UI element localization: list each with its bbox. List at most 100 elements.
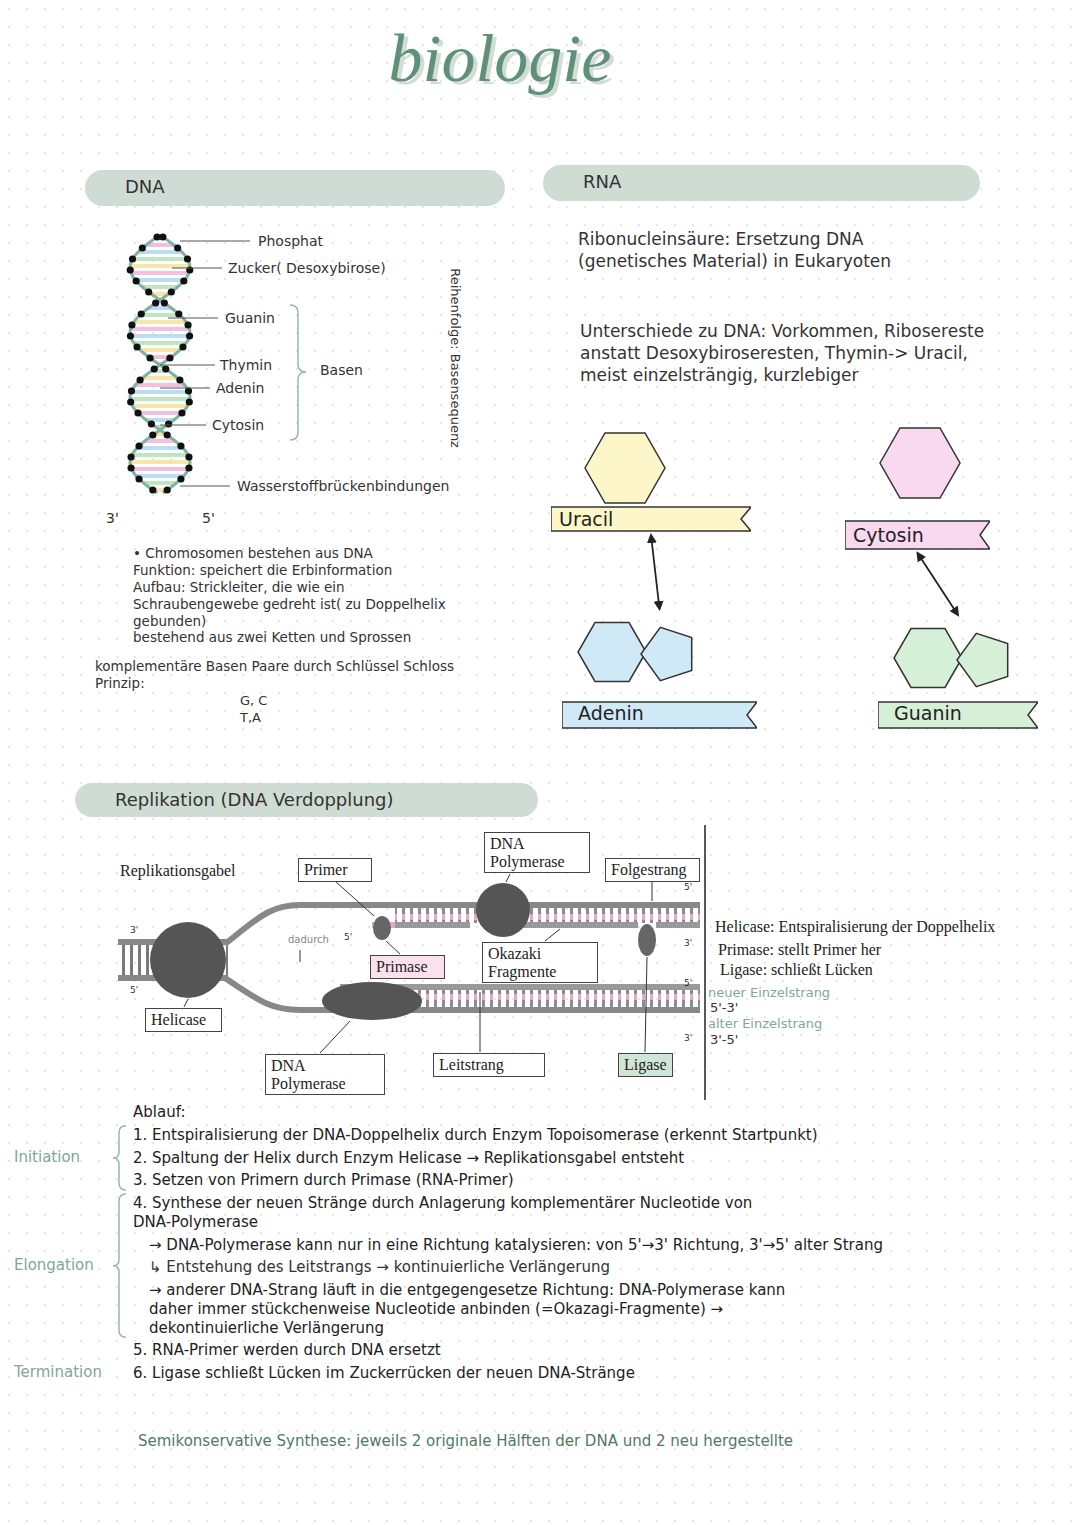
note-text: Thymin	[220, 357, 272, 375]
base-pair-rung	[134, 320, 186, 324]
phosphate-dot	[152, 299, 159, 306]
section-band: DNA	[85, 170, 505, 206]
note-text: → DNA-Polymerase kann nur in eine Richtu…	[149, 1236, 1013, 1255]
enzyme-note: Helicase: Entspiralisierung der Doppelhe…	[715, 917, 995, 937]
note-text: G, C	[240, 693, 267, 709]
note-text: → anderer DNA-Strang läuft in die entgeg…	[149, 1281, 789, 1337]
base-pair-rung	[136, 474, 184, 478]
phosphate-dot	[127, 266, 134, 273]
part-label-box: Leitstrang	[433, 1053, 545, 1077]
note-text: komplementäre Basen Paare durch Schlüsse…	[95, 658, 475, 692]
node-text: Okazaki Fragmente	[488, 945, 556, 980]
node-text: DNA Polymerase	[490, 835, 565, 870]
phosphate-dot	[165, 420, 172, 427]
phosphate-dot	[149, 431, 156, 438]
note-text: 5'	[130, 985, 138, 996]
phosphate-dot	[164, 431, 171, 438]
notes-block: • Chromosomen bestehen aus DNAFunktion: …	[133, 545, 473, 646]
node-text: Uracil	[559, 509, 613, 530]
base-name-flag: Uracil	[551, 506, 751, 532]
backbone-strand	[130, 235, 190, 493]
phosphate-dot	[127, 453, 134, 460]
phosphate-dot	[138, 310, 145, 317]
process-steps: Ablauf:1. Entspiralisierung der DNA-Dopp…	[133, 1103, 1013, 1387]
note-text: 3. Setzen von Primern durch Primase (RNA…	[133, 1171, 1013, 1190]
phosphate-dot	[134, 409, 141, 416]
part-label-box: Primase	[370, 955, 445, 979]
phosphate-dot	[177, 475, 184, 482]
node-text: Adenin	[578, 703, 644, 724]
note-text: 5'	[684, 882, 692, 893]
node-text: Guanin	[894, 703, 962, 724]
base-shape: Adenin	[562, 612, 757, 730]
phosphate-dot	[186, 266, 193, 273]
note-text: Phosphat	[258, 233, 323, 251]
base-pair-rung	[130, 334, 189, 338]
phosphate-dot	[162, 365, 169, 372]
note-text: 5'-3'	[710, 1000, 738, 1016]
base-pair-rung	[132, 453, 188, 457]
note-text: Wasserstoffbrückenbindungen	[237, 478, 449, 496]
phosphate-dot	[180, 277, 187, 284]
base-pair-rung	[142, 376, 177, 380]
phosphate-dot	[137, 376, 144, 383]
note-text: • Chromosomen bestehen aus DNA	[133, 545, 473, 562]
flag-outline	[562, 702, 757, 728]
note-text: 5. RNA-Primer werden durch DNA ersetzt	[133, 1341, 1013, 1360]
part-label-box: Helicase	[145, 1008, 222, 1032]
base-pair-rung	[144, 481, 177, 485]
phosphate-dot	[178, 409, 185, 416]
phosphate-dot	[184, 255, 191, 262]
base-pair-rung	[135, 383, 184, 387]
part-label-box: Ligase	[618, 1053, 673, 1077]
phosphate-dot	[174, 244, 181, 251]
node-text: Primase	[376, 958, 428, 975]
node-text: DNA Polymerase	[271, 1057, 346, 1092]
note-text: Funktion: speichert die Erbinformation	[133, 562, 473, 579]
summary-note: Semikonservative Synthese: jeweils 2 ori…	[138, 1432, 798, 1451]
note-text: dadurch	[288, 934, 329, 947]
note-text: Guanin	[225, 310, 275, 328]
base-pair-rung	[130, 397, 190, 401]
phosphate-dot	[145, 288, 152, 295]
node-text: Replikation (DNA Verdopplung)	[115, 789, 394, 810]
part-label-box: Folgestrang	[605, 858, 700, 882]
node-text: Helicase	[151, 1011, 206, 1028]
note-text: Basen	[320, 362, 363, 380]
base-pair-rung	[130, 264, 190, 268]
node-text: Primer	[304, 861, 348, 878]
note-text: Cytosin	[212, 417, 264, 435]
node-text: Ligase	[624, 1056, 667, 1073]
node-text: Folgestrang	[611, 861, 687, 878]
part-label-box: Okazaki Fragmente	[482, 942, 598, 983]
base-pair-rung	[130, 327, 189, 331]
phosphate-dot	[175, 310, 182, 317]
phosphate-dot	[128, 387, 135, 394]
base-pair-rung	[132, 257, 187, 261]
hexagon-ring	[894, 629, 962, 688]
note-text: ↳ Entstehung des Leitstrangs → kontinuie…	[149, 1258, 1013, 1277]
note-text: neuer Einzelstrang	[708, 985, 830, 1001]
flag-outline	[878, 702, 1038, 728]
node-text: Leitstrang	[439, 1056, 504, 1073]
phosphate-dot	[148, 420, 155, 427]
phase-label: Initiation	[14, 1148, 80, 1167]
phase-brace	[113, 1194, 126, 1337]
pentagon-ring	[641, 627, 692, 680]
phosphate-dot	[186, 398, 193, 405]
base-name-flag: Cytosin	[845, 520, 990, 550]
phosphate-dot	[166, 354, 173, 361]
base-pair-rung	[131, 467, 188, 471]
base-shape: Guanin	[878, 618, 1038, 730]
note-text: 1. Entspiralisierung der DNA-Doppelhelix…	[133, 1126, 1013, 1145]
note-text: bestehend aus zwei Ketten und Sprossen	[133, 629, 473, 646]
pairing-arrow	[918, 553, 959, 615]
phosphate-dot	[176, 376, 183, 383]
phosphate-dot	[154, 233, 161, 240]
figure-label: Replikationsgabel	[120, 861, 236, 881]
note-text: 5'	[202, 510, 215, 528]
part-label-box: Primer	[298, 858, 372, 882]
base-pair-rung	[134, 341, 186, 345]
page-title: biologie	[290, 18, 710, 100]
phosphate-dot	[133, 343, 140, 350]
